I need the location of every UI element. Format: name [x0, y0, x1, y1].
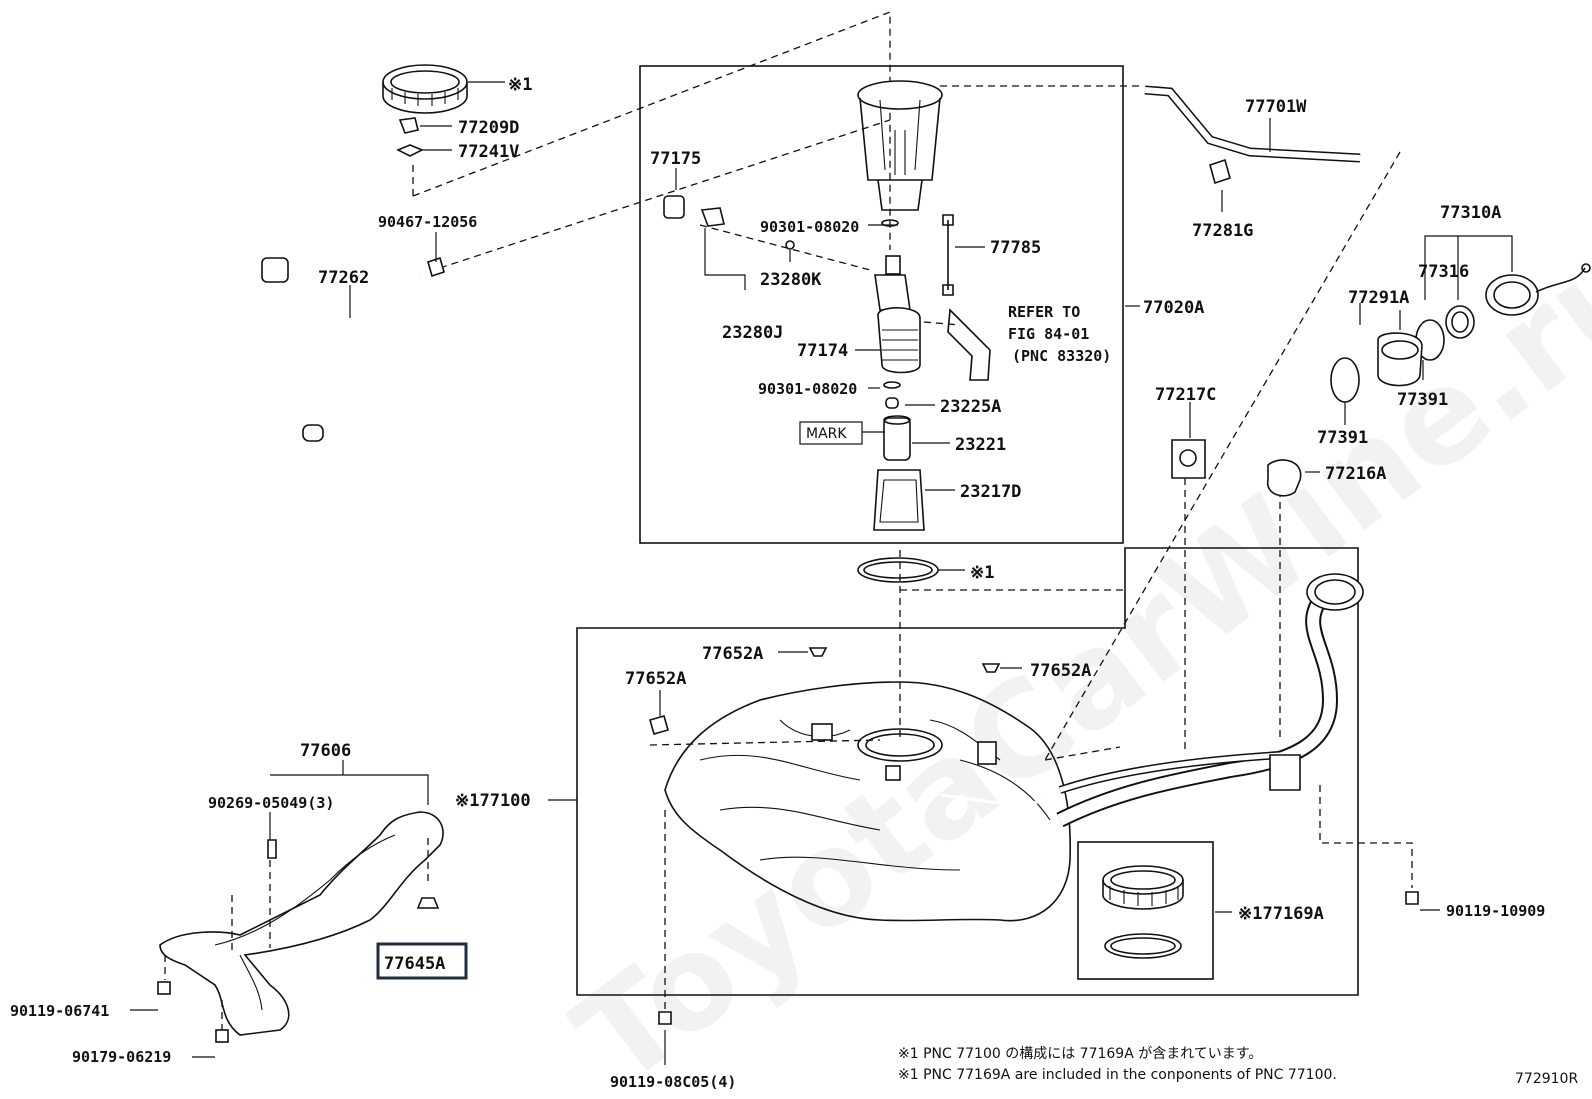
footnote-english: ※1 PNC 77169A are included in the conpon… — [898, 1067, 1337, 1083]
label-77701W[interactable]: 77701W — [1245, 97, 1307, 117]
label-77217C[interactable]: 77217C — [1155, 385, 1216, 405]
highlight-box-77645A — [376, 942, 468, 980]
dashed-reference-lines — [164, 11, 1413, 1030]
label-77391-b[interactable]: 77391 — [1317, 428, 1368, 448]
label-90269-05049[interactable]: 90269-05049(3) — [208, 794, 334, 812]
label-77020A[interactable]: 77020A — [1143, 298, 1204, 318]
label-refer-pnc[interactable]: (PNC 83320) — [1012, 347, 1111, 365]
label-77606[interactable]: 77606 — [300, 741, 351, 761]
pump-assembly-box — [639, 65, 1124, 544]
label-77262[interactable]: 77262 — [318, 268, 369, 288]
label-refer-to[interactable]: REFER TO — [1008, 303, 1080, 321]
label-77310A[interactable]: 77310A — [1440, 203, 1501, 223]
label-77175[interactable]: 77175 — [650, 149, 701, 169]
filler-cap-parts — [1171, 263, 1591, 497]
leader-lines — [130, 81, 1513, 1065]
filler-pipe — [1056, 573, 1364, 828]
label-90301-08020-a[interactable]: 90301-08020 — [760, 218, 859, 236]
footnote-japanese: ※1 PNC 77100 の構成には 77169A が含まれています。 — [898, 1046, 1262, 1062]
label-77391-a[interactable]: 77391 — [1397, 390, 1448, 410]
label-77216A[interactable]: 77216A — [1325, 464, 1386, 484]
label-23280K[interactable]: 23280K — [760, 270, 822, 290]
label-ring-note[interactable]: ※1 — [508, 75, 532, 95]
label-90467-12056[interactable]: 90467-12056 — [378, 213, 477, 231]
vent-hose-77262 — [261, 117, 445, 442]
fuel-hose-77701W — [1144, 85, 1361, 185]
lock-ring — [382, 64, 468, 114]
tank-protector-77606 — [157, 811, 444, 1043]
fuel-tank-box — [576, 547, 1359, 996]
label-23225A[interactable]: 23225A — [940, 397, 1001, 417]
grommets — [649, 647, 1419, 1025]
diagram-id: 772910R — [1515, 1071, 1578, 1087]
pump-gasket — [857, 557, 939, 583]
fuel-pump-assembly — [663, 80, 991, 531]
label-77100[interactable]: ※177100 — [455, 791, 531, 811]
label-77169A[interactable]: ※177169A — [1238, 904, 1324, 924]
label-90119-10909[interactable]: 90119-10909 — [1446, 902, 1545, 920]
label-77785[interactable]: 77785 — [990, 238, 1041, 258]
label-77281G[interactable]: 77281G — [1192, 221, 1253, 241]
part-labels: ※1 77209D 77241V 90467-12056 77262 77175… — [10, 75, 1545, 1091]
label-90301-08020-b[interactable]: 90301-08020 — [758, 380, 857, 398]
label-mark[interactable]: MARK — [806, 426, 847, 442]
ring-kit-box — [1077, 841, 1214, 980]
label-90179-06219[interactable]: 90179-06219 — [72, 1048, 171, 1066]
label-77241V[interactable]: 77241V — [458, 142, 519, 162]
label-77316[interactable]: 77316 — [1418, 262, 1469, 282]
label-90119-06741[interactable]: 90119-06741 — [10, 1002, 109, 1020]
label-77652A-a[interactable]: 77652A — [702, 644, 763, 664]
label-23280J[interactable]: 23280J — [722, 323, 783, 343]
fuel-tank — [664, 681, 1072, 922]
label-77652A-c[interactable]: 77652A — [1030, 661, 1091, 681]
label-77652A-b[interactable]: 77652A — [625, 669, 686, 689]
label-77645A[interactable]: 77645A — [384, 954, 445, 974]
label-77291A[interactable]: 77291A — [1348, 288, 1409, 308]
label-90119-08C05[interactable]: 90119-08C05(4) — [610, 1073, 736, 1091]
label-23217D[interactable]: 23217D — [960, 482, 1021, 502]
mark-box — [799, 421, 863, 445]
label-77209D[interactable]: 77209D — [458, 118, 519, 138]
label-77174[interactable]: 77174 — [797, 341, 848, 361]
label-23221[interactable]: 23221 — [955, 435, 1006, 455]
ring-kit-parts — [1102, 865, 1184, 959]
label-gasket-note[interactable]: ※1 — [970, 563, 994, 583]
label-refer-fig[interactable]: FIG 84-01 — [1008, 325, 1089, 343]
